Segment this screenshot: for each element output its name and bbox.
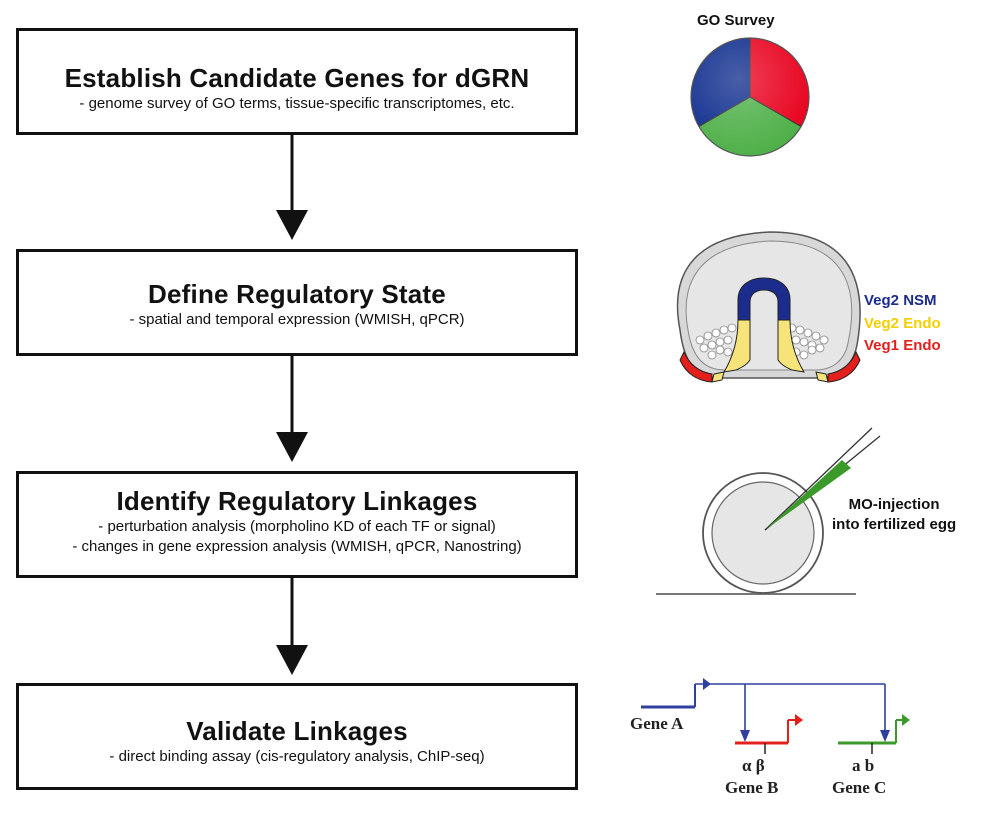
gene-c-binding-sites: a b xyxy=(852,756,875,775)
gene-c-track xyxy=(838,714,910,754)
veg2-endo-right xyxy=(777,319,805,373)
mo-injection-label: MO-injection into fertilized egg xyxy=(832,495,956,535)
mesenchyme-cells xyxy=(695,323,829,360)
step-box-candidate-genes: Establish Candidate Genes for dGRN - gen… xyxy=(16,28,578,135)
veg2-endo-left xyxy=(723,319,751,373)
step-title: Identify Regulatory Linkages xyxy=(116,486,478,516)
step-title: Establish Candidate Genes for dGRN xyxy=(64,63,530,93)
mo-injection-line-1: MO-injection xyxy=(848,496,940,513)
gene-b-track xyxy=(735,714,803,754)
step-title: Validate Linkages xyxy=(186,716,408,746)
gene-b-label: Gene B xyxy=(725,778,779,797)
legend-veg1-endo: Veg1 Endo xyxy=(864,337,941,354)
step-detail: - spatial and temporal expression (WMISH… xyxy=(129,311,465,328)
gene-a-label: Gene A xyxy=(630,714,684,733)
step-detail: - direct binding assay (cis-regulatory a… xyxy=(109,748,485,765)
injection-needle xyxy=(764,427,881,531)
step-detail: - changes in gene expression analysis (W… xyxy=(72,538,522,555)
step-box-validate-linkages: Validate Linkages - direct binding assay… xyxy=(16,683,578,790)
step-title: Define Regulatory State xyxy=(148,279,446,309)
step-box-regulatory-linkages: Identify Regulatory Linkages - perturbat… xyxy=(16,471,578,578)
flow-arrow-2 xyxy=(276,356,308,462)
flow-arrow-1 xyxy=(276,135,308,240)
gene-a-track xyxy=(641,678,890,742)
legend-veg2-endo: Veg2 Endo xyxy=(864,315,941,332)
legend-veg2-nsm: Veg2 NSM xyxy=(864,292,937,309)
go-survey-label: GO Survey xyxy=(697,12,775,29)
mo-injection-line-2: into fertilized egg xyxy=(832,516,957,533)
step-detail: - genome survey of GO terms, tissue-spec… xyxy=(79,95,515,112)
step-detail: - perturbation analysis (morpholino KD o… xyxy=(98,518,496,535)
step-box-regulatory-state: Define Regulatory State - spatial and te… xyxy=(16,249,578,356)
flow-arrow-3 xyxy=(276,578,308,675)
gene-c-label: Gene C xyxy=(832,778,887,797)
gene-b-binding-sites: α β xyxy=(742,756,765,775)
